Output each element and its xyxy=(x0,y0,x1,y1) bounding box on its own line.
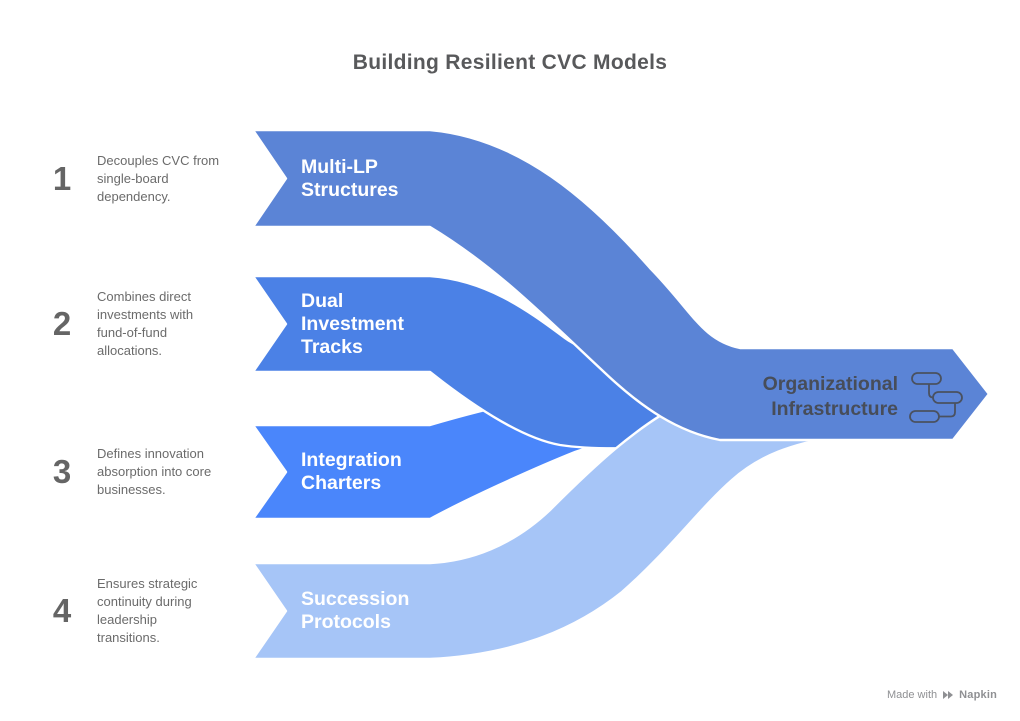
step-description-4: Ensures strategic continuity during lead… xyxy=(97,576,198,645)
step-number-2: 2 xyxy=(52,305,72,342)
banner-label-dual-investment: Dual Investment Tracks xyxy=(301,289,404,358)
step-description-3: Defines innovation absorption into core … xyxy=(97,446,212,497)
result-label: Organizational Infrastructure xyxy=(762,373,898,420)
step-number-3: 3 xyxy=(52,453,72,490)
step-number-1: 1 xyxy=(52,159,72,197)
page-title: Building Resilient CVC Models xyxy=(352,51,668,74)
made-with-napkin-badge: Made with Napkin xyxy=(887,689,997,701)
step-number-4: 4 xyxy=(52,592,72,629)
banner-label-multi-lp: Multi-LP Structures xyxy=(301,155,399,201)
flow-ribbon-multi-lp-and-result-arrow xyxy=(251,128,991,442)
step-description-1: Decouples CVC from single-board dependen… xyxy=(97,152,220,204)
brand-label: Napkin xyxy=(959,689,997,701)
napkin-logo-icon xyxy=(943,691,954,699)
workflow-icon xyxy=(909,372,963,423)
step-description-2: Combines direct investments with fund-of… xyxy=(97,289,194,358)
banner-label-succession-protocols: Succession Protocols xyxy=(301,588,410,633)
banner-label-integration-charters: Integration Charters xyxy=(301,449,402,494)
made-with-label: Made with xyxy=(886,689,938,701)
